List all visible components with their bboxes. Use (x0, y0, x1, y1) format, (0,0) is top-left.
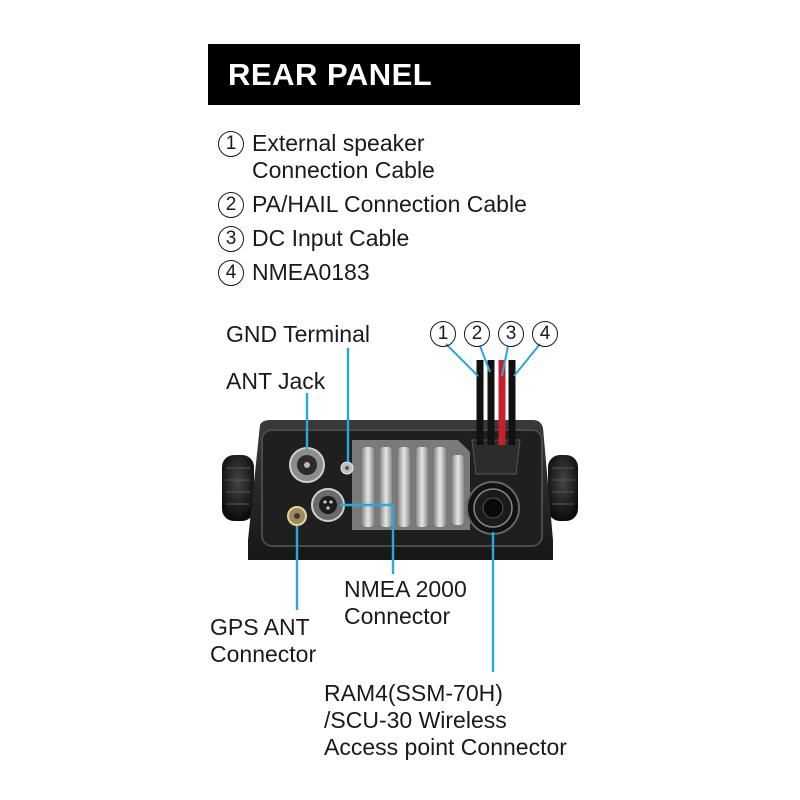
number-badge: 3 (218, 226, 244, 252)
ram4-connector (466, 481, 520, 535)
nmea2000-label: NMEA 2000 Connector (344, 576, 467, 630)
page-title: REAR PANEL (228, 56, 433, 92)
label-line: Connector (210, 641, 317, 667)
title-bar: REAR PANEL (208, 44, 580, 105)
label-line: Access point Connector (324, 734, 567, 760)
label-leader-lines (295, 348, 495, 672)
number-badge: 4 (218, 260, 244, 286)
legend-item-4: 4 NMEA0183 (218, 259, 370, 286)
number-badge: 1 (218, 131, 244, 157)
gps-ant-label: GPS ANT Connector (210, 614, 316, 668)
number-badge: 4 (532, 321, 558, 347)
legend-text: PA/HAIL Connection Cable (252, 191, 527, 217)
heatsink (352, 440, 470, 530)
legend-item-3: 3 DC Input Cable (218, 225, 409, 252)
number-badge: 1 (430, 321, 456, 347)
label-line: /SCU-30 Wireless (324, 707, 507, 733)
ram4-label: RAM4(SSM-70H) /SCU-30 Wireless Access po… (324, 680, 567, 761)
ant-jack-label: ANT Jack (226, 368, 326, 394)
nmea2000-connector (311, 488, 345, 522)
legend-text: DC Input Cable (252, 225, 410, 251)
ant-jack (289, 447, 325, 483)
gnd-terminal-label: GND Terminal (226, 321, 370, 347)
number-badge: 3 (498, 321, 524, 347)
mounting-knob-right (548, 455, 578, 521)
legend-text: Connection Cable (252, 157, 435, 183)
mounting-knob-left (222, 455, 254, 521)
label-line: Connector (344, 603, 451, 629)
number-badge: 2 (218, 192, 244, 218)
number-badge: 2 (464, 321, 490, 347)
legend-text: External speaker (252, 130, 425, 156)
cable-leader-lines (445, 343, 541, 377)
gps-ant-connector (287, 506, 307, 526)
label-line: NMEA 2000 (344, 576, 467, 602)
gnd-terminal (340, 461, 354, 475)
legend-item-1: 1 External speaker Connection Cable (218, 130, 435, 183)
label-line: RAM4(SSM-70H) (324, 680, 503, 706)
legend-item-2: 2 PA/HAIL Connection Cable (218, 191, 527, 218)
cable-gland (471, 439, 521, 475)
legend-text: NMEA0183 (252, 259, 370, 285)
label-line: GPS ANT (210, 614, 310, 640)
